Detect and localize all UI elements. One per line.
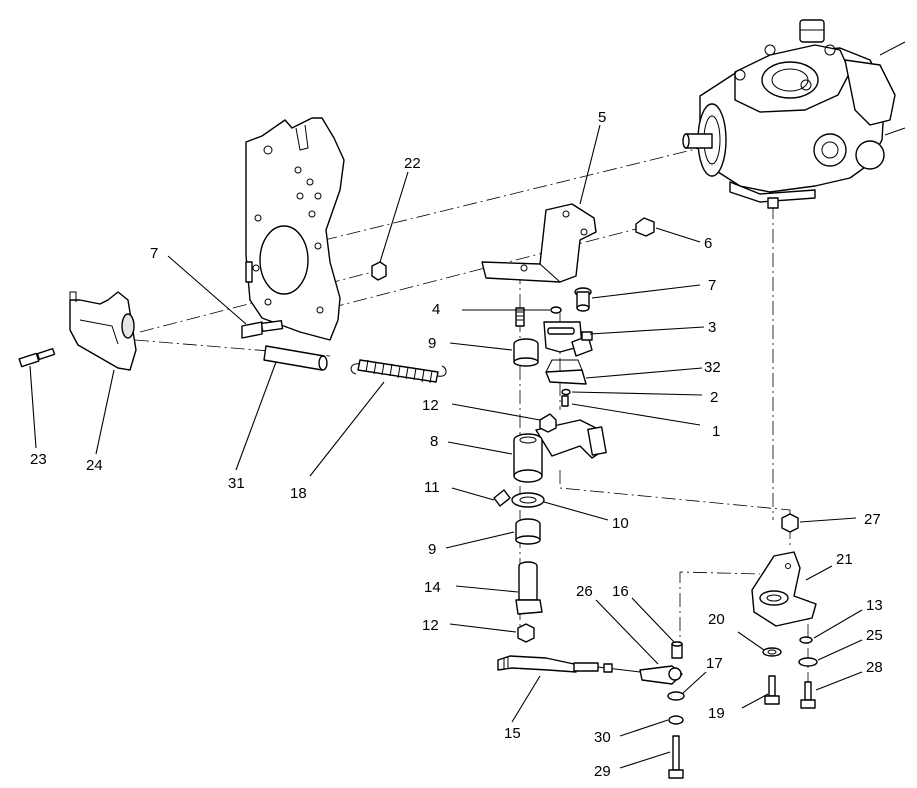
control-bracket-5 [481,203,597,283]
callout-29: 29 [594,763,611,780]
washer-2 [561,388,571,396]
switch-bracket-3 [543,321,593,357]
grease-fitting-11 [493,489,511,507]
callout-3: 3 [708,319,716,336]
callout-11: 11 [424,479,440,496]
callout-8: 8 [430,433,438,450]
washer-30 [668,715,684,725]
hydro-pump [682,19,906,209]
callout-2: 2 [710,389,718,406]
callout-32: 32 [704,359,721,376]
nut-27 [781,513,799,533]
leader-lines [29,124,863,769]
callout-20: 20 [708,611,725,628]
rod-end-26 [639,665,683,685]
mount-plate [245,117,345,341]
nut-12-bottom [517,623,535,643]
bolt-7-left [241,319,284,339]
callout-31: 31 [228,475,245,492]
washer-4 [550,306,562,314]
callout-15: 15 [504,725,521,742]
callout-18: 18 [290,485,307,502]
callout-5: 5 [598,109,606,126]
washer-13 [799,636,813,644]
callout-28: 28 [866,659,883,676]
callout-1: 1 [712,423,720,440]
callout-7-left: 7 [150,245,158,262]
bushing-9-bottom [515,518,541,545]
callout-26: 26 [576,583,593,600]
screw-4 [515,307,525,327]
bracket-24 [18,291,137,371]
washer-25 [798,657,818,667]
callout-27: 27 [864,511,881,528]
pivot-shaft-14 [515,561,543,615]
callout-6: 6 [704,235,712,252]
callout-9-top: 9 [428,335,436,352]
callouts: 5 6 22 7 7 4 3 9 32 2 1 12 8 11 10 9 14 … [30,109,883,780]
spring-18 [350,359,447,384]
bolt-28 [800,681,816,709]
nut-22 [371,261,387,281]
callout-9-bottom: 9 [428,541,436,558]
pivot-arm-8 [513,413,607,483]
callout-30: 30 [594,729,611,746]
callout-19: 19 [708,705,725,722]
pump-arm-21 [751,551,817,627]
callout-7-right: 7 [708,277,716,294]
callout-16: 16 [612,583,629,600]
screw-1 [561,395,569,407]
callout-25: 25 [866,627,883,644]
switch-plate-32 [545,359,587,385]
bolt-7-right [574,287,592,312]
spacer-31 [263,345,328,371]
bolt-19 [764,675,780,705]
callout-12-bottom: 12 [422,617,439,634]
callout-14: 14 [424,579,441,596]
alignment-lines [134,147,809,690]
cable-15 [497,655,641,673]
callout-24: 24 [86,457,103,474]
bolt-29 [668,735,684,779]
callout-22: 22 [404,155,421,172]
callout-4: 4 [432,301,440,318]
spacer-16 [671,641,683,659]
washer-10 [511,492,545,508]
callout-17: 17 [706,655,723,672]
callout-13: 13 [866,597,883,614]
bushing-9-top [513,338,539,367]
callout-10: 10 [612,515,629,532]
callout-12-top: 12 [422,397,439,414]
washer-20 [762,647,782,657]
callout-21: 21 [836,551,853,568]
washer-17 [667,691,685,701]
nut-6 [635,217,655,237]
callout-23: 23 [30,451,47,468]
